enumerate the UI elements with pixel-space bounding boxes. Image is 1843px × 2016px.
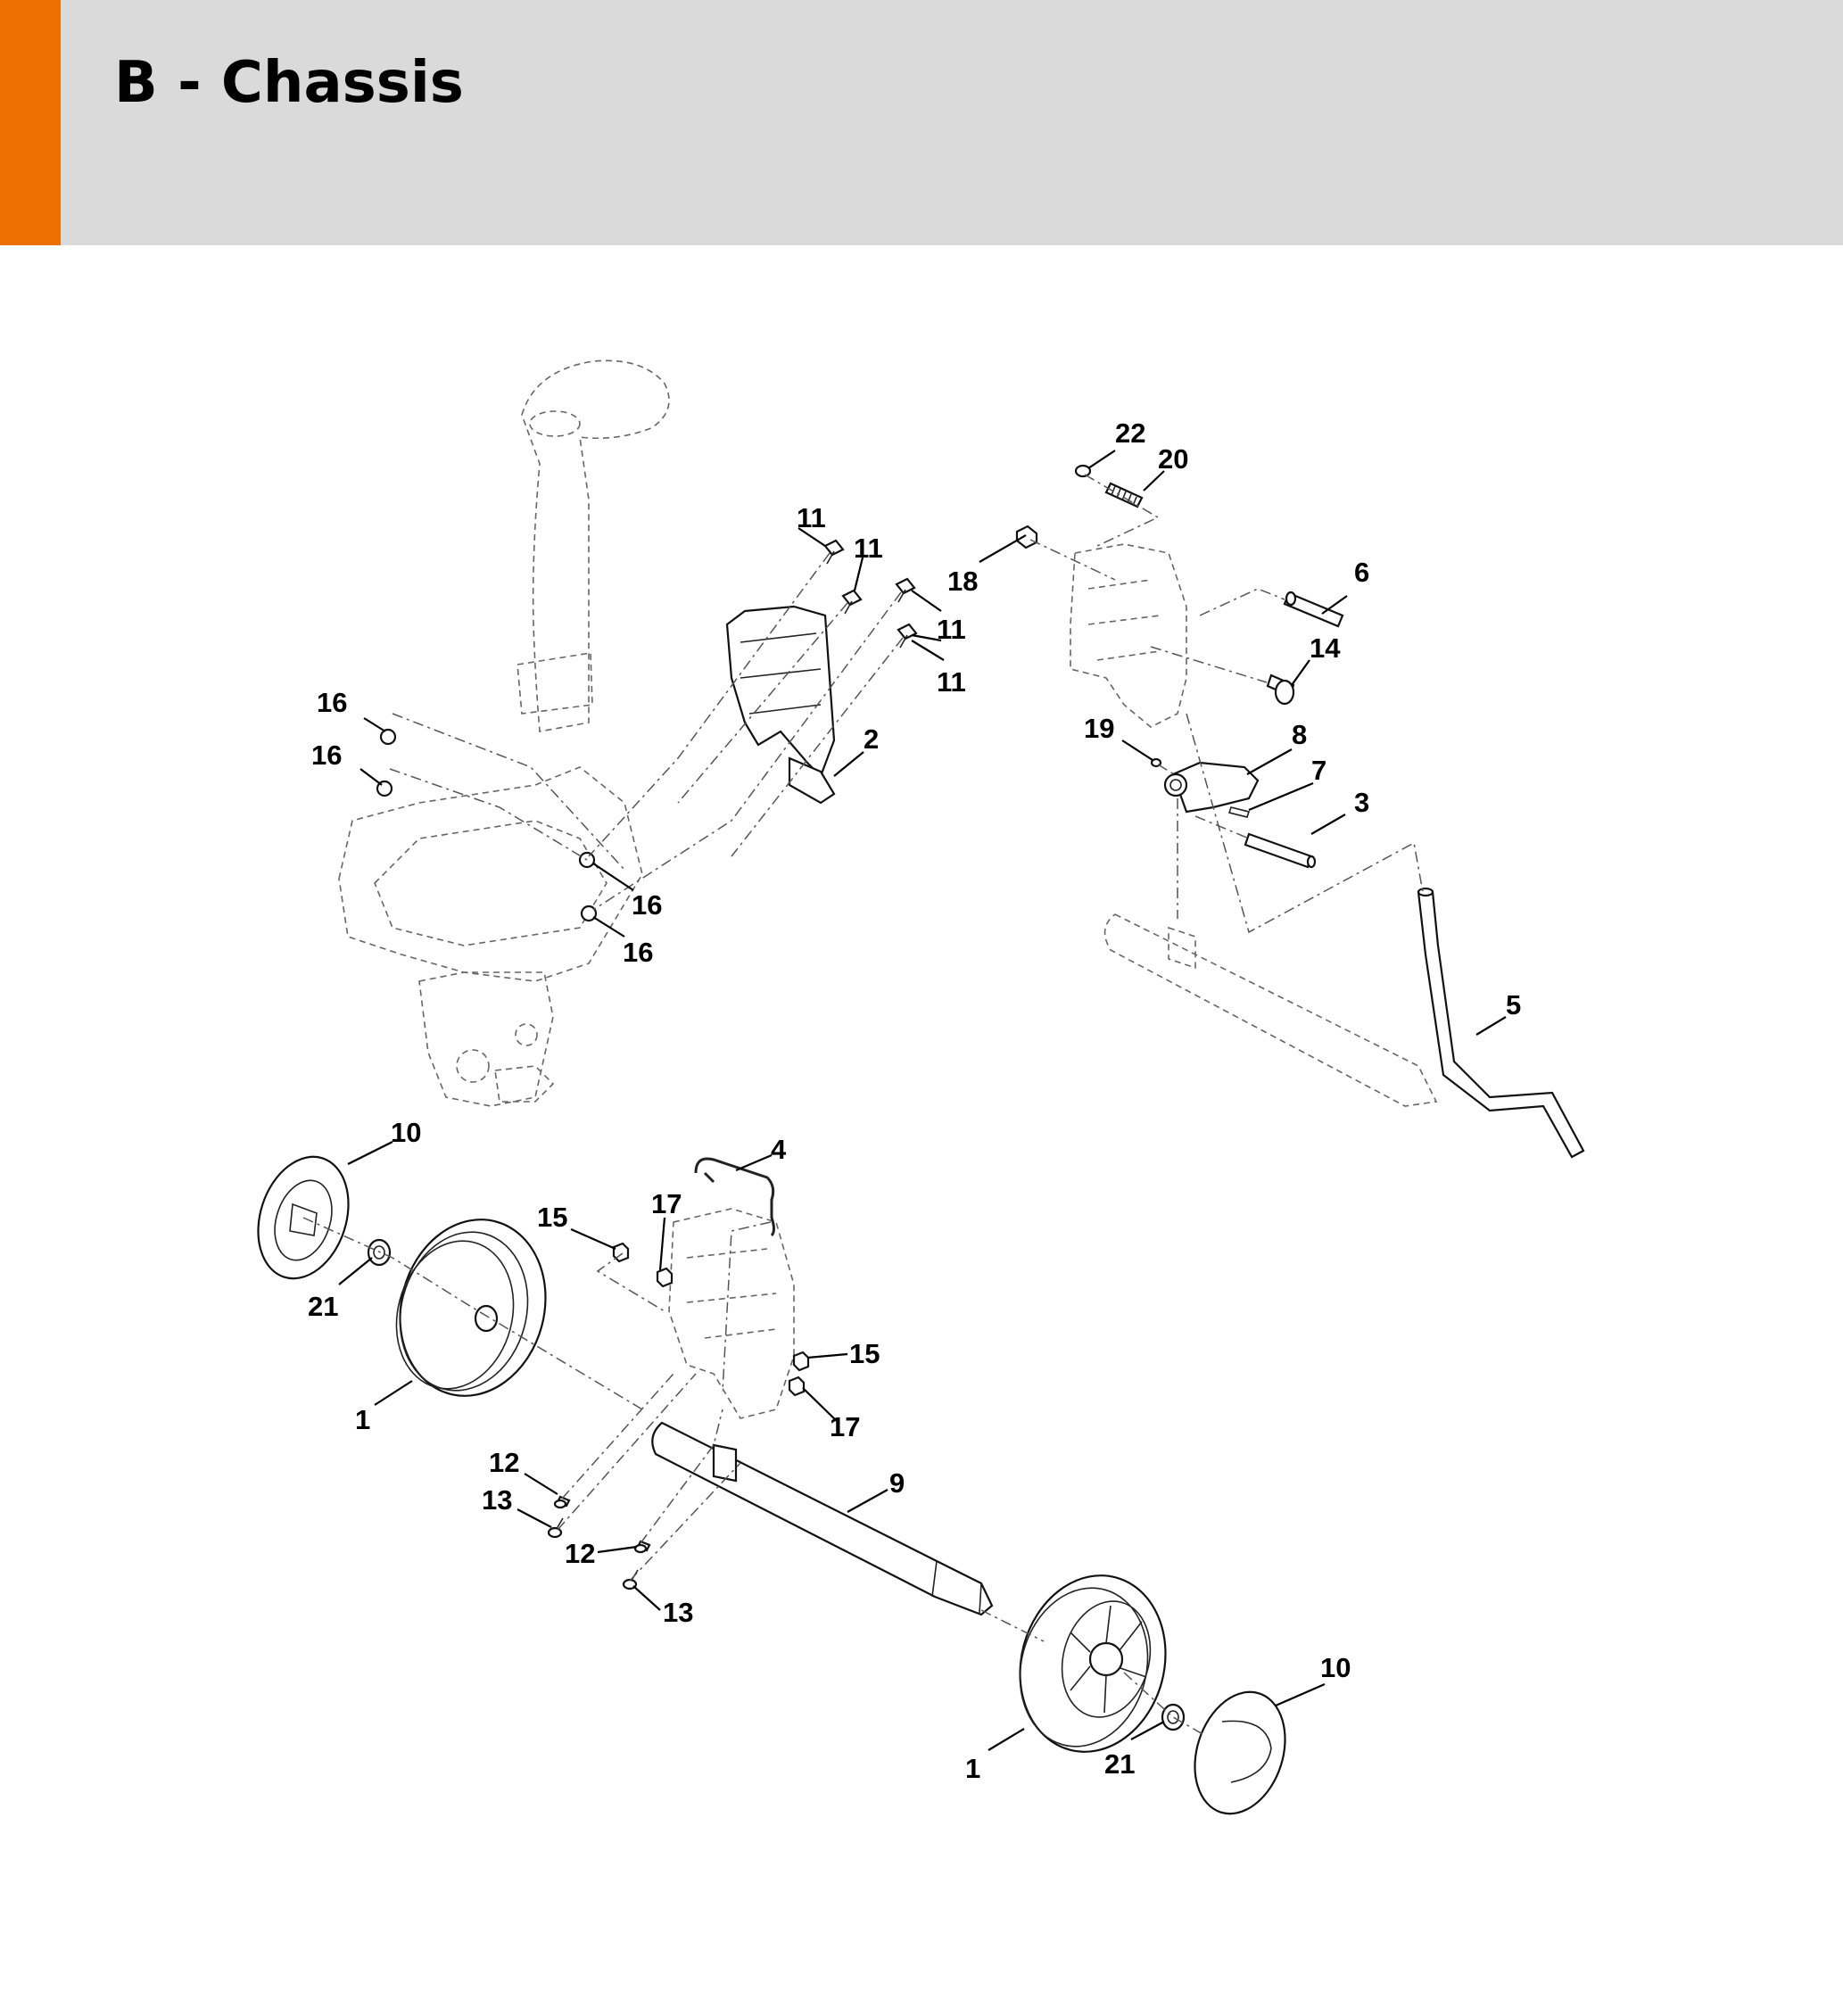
- phantom-handle: [517, 359, 670, 732]
- callout-15: 15: [537, 1202, 567, 1233]
- phantom-bracket-right: [1070, 543, 1187, 728]
- assembly-lines: [302, 474, 1424, 1736]
- part-7-pin: [1227, 806, 1251, 818]
- part-4-wire: [694, 1157, 775, 1237]
- part-21-washer-right: [1161, 1703, 1186, 1731]
- accent-bar: [0, 0, 61, 245]
- callout-7: 7: [1311, 755, 1326, 786]
- callout-15: 15: [849, 1338, 880, 1369]
- part-6-pin: [1283, 591, 1344, 628]
- callout-22: 22: [1115, 417, 1145, 449]
- callout-20: 20: [1158, 443, 1188, 475]
- part-9-axle: [651, 1421, 994, 1616]
- part-1-wheel-right: [1019, 1574, 1167, 1753]
- callout-16: 16: [311, 739, 342, 771]
- part-2-bracket: [725, 605, 836, 805]
- callout-5: 5: [1506, 989, 1521, 1020]
- callout-12: 12: [489, 1447, 519, 1478]
- phantom-bracket-lower: [668, 1208, 795, 1419]
- part-22-washer: [1074, 464, 1092, 478]
- callout-14: 14: [1310, 632, 1341, 664]
- callout-3: 3: [1354, 787, 1369, 818]
- phantom-axle-upper: [1103, 913, 1438, 1107]
- callout-21: 21: [1104, 1748, 1135, 1780]
- bolt-11-set: [823, 539, 918, 649]
- callout-labels: 22 20 11 11 18 6 11 14 11 16 19 8 2 16 7…: [308, 417, 1521, 1784]
- callout-19: 19: [1084, 713, 1114, 744]
- callout-9: 9: [889, 1467, 905, 1499]
- callout-6: 6: [1354, 557, 1369, 588]
- callout-16: 16: [317, 687, 347, 718]
- callout-13: 13: [663, 1597, 693, 1628]
- part-20-spring: [1104, 482, 1144, 508]
- callout-10: 10: [391, 1117, 421, 1148]
- callout-11: 11: [937, 614, 966, 645]
- part-1-wheel-left: [395, 1219, 547, 1397]
- callout-16: 16: [623, 937, 653, 968]
- callout-17: 17: [830, 1411, 860, 1442]
- header-bar: B - Chassis: [0, 0, 1843, 245]
- part-3-pin: [1244, 832, 1317, 869]
- part-10-hubcap-right: [1194, 1690, 1286, 1815]
- callout-21: 21: [308, 1291, 338, 1322]
- callout-8: 8: [1292, 719, 1307, 750]
- part-5-crank-rod: [1417, 887, 1585, 1159]
- callout-13: 13: [482, 1484, 512, 1516]
- callout-16: 16: [632, 889, 662, 921]
- callout-12: 12: [565, 1538, 595, 1569]
- part-8-lever: [1163, 761, 1260, 814]
- callout-2: 2: [864, 723, 879, 755]
- part-18-bushing: [1015, 525, 1038, 549]
- callout-11: 11: [797, 502, 826, 533]
- fastener-12-13-15-17: [547, 1242, 810, 1590]
- callout-10: 10: [1320, 1652, 1351, 1683]
- leader-lines: [338, 450, 1507, 1751]
- page-title: B - Chassis: [114, 50, 464, 116]
- callout-1: 1: [355, 1404, 370, 1435]
- callout-1: 1: [965, 1753, 980, 1784]
- nut-16-set: [376, 728, 598, 922]
- callout-4: 4: [771, 1134, 787, 1165]
- phantom-gear-housing: [338, 766, 643, 1107]
- callout-11: 11: [854, 533, 883, 564]
- callout-17: 17: [651, 1188, 682, 1219]
- callout-11: 11: [937, 666, 966, 698]
- callout-18: 18: [947, 566, 978, 597]
- part-14-bolt: [1266, 673, 1295, 706]
